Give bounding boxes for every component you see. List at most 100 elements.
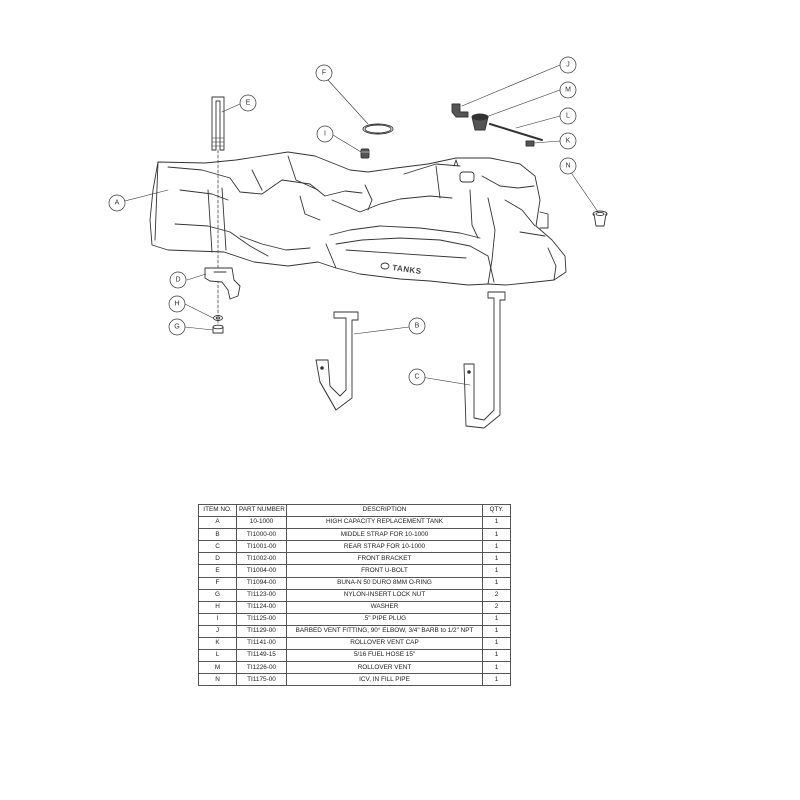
bom-description-cell: WASHER	[286, 600, 483, 614]
bom-qty-cell: 1	[482, 528, 511, 542]
bom-qty-cell: 1	[482, 661, 511, 675]
bom-part-number-cell: TI1226-00	[236, 661, 287, 675]
bom-qty-cell: 1	[482, 564, 511, 578]
front-u-bolt	[211, 96, 225, 151]
bom-part-number-cell: TI1002-00	[236, 552, 287, 566]
callout-label-h: H	[174, 301, 179, 308]
fuel-tank	[149, 151, 567, 286]
bom-description-cell: FRONT BRACKET	[286, 552, 483, 566]
bom-header-qty: QTY.	[482, 503, 511, 518]
bom-part-number-cell: TI1129-00	[236, 624, 287, 639]
bom-part-number-cell: TI1149-15	[236, 649, 287, 663]
bom-item-no-cell: M	[198, 661, 237, 675]
bom-description-cell: ICV, IN FILL PIPE	[286, 673, 483, 687]
bom-item-no-cell: K	[198, 637, 237, 651]
bom-item-no-cell: A	[198, 516, 237, 530]
callout-label-a: A	[115, 200, 120, 207]
bom-item-no-cell: H	[198, 600, 237, 614]
callout-label-m: M	[565, 87, 571, 94]
bom-description-cell: REAR STRAP FOR 10-1000	[286, 540, 483, 554]
bom-description-cell: BARBED VENT FITTING, 90° ELBOW, 3/4" BAR…	[286, 624, 483, 639]
callout-label-f: F	[322, 70, 326, 77]
bom-item-no-cell: I	[198, 612, 237, 626]
barbed-vent-fitting	[451, 103, 469, 118]
callout-label-k: K	[566, 138, 571, 145]
exploded-parts-diagram: TANKS	[108, 56, 608, 429]
bom-part-number-cell: TI1000-00	[236, 528, 287, 542]
bom-description-cell: BUNA-N 50 DURO 8MM O-RING	[286, 576, 483, 590]
pipe-plug	[360, 148, 370, 159]
bom-description-cell: .5" PIPE PLUG	[286, 612, 483, 626]
icv-fill-pipe	[592, 210, 608, 227]
bom-item-no-cell: L	[198, 649, 237, 663]
bom-part-number-cell: TI1141-00	[236, 637, 287, 651]
callout-label-g: G	[174, 324, 179, 331]
washer	[213, 315, 223, 321]
bom-qty-cell: 1	[482, 624, 511, 639]
bom-item-no-cell: G	[198, 588, 237, 602]
bom-item-no-cell: N	[198, 673, 237, 687]
bom-part-number-cell: TI1004-00	[236, 564, 287, 578]
bom-header-part-number: PART NUMBER	[236, 503, 287, 518]
callout-label-n: N	[565, 163, 570, 170]
bom-part-number-cell: TI1125-00	[236, 612, 287, 626]
bom-part-number-cell: TI1094-00	[236, 576, 287, 590]
bom-header-row: ITEM NO. PART NUMBER DESCRIPTION QTY.	[198, 503, 511, 518]
callout-label-d: D	[175, 277, 180, 284]
bom-qty-cell: 1	[482, 576, 511, 590]
bom-description-cell: 5/16 FUEL HOSE 15"	[286, 649, 483, 663]
bom-description-cell: MIDDLE STRAP FOR 10-1000	[286, 528, 483, 542]
bom-qty-cell: 2	[482, 588, 511, 602]
bom-item-no-cell: C	[198, 540, 237, 554]
bom-part-number-cell: TI1175-00	[236, 673, 287, 687]
callout-label-c: C	[414, 374, 419, 381]
bom-qty-cell: 2	[482, 600, 511, 614]
bom-item-no-cell: B	[198, 528, 237, 542]
rear-strap	[463, 291, 506, 429]
bom-part-number-cell: TI1124-00	[236, 600, 287, 614]
callout-balloons	[108, 56, 577, 386]
callout-label-b: B	[415, 323, 420, 330]
bom-qty-cell: 1	[482, 540, 511, 554]
front-bracket	[204, 267, 241, 300]
bom-part-number-cell: TI1123-00	[236, 588, 287, 602]
callout-label-e: E	[246, 100, 251, 107]
o-ring	[362, 123, 394, 135]
bom-qty-cell: 1	[482, 649, 511, 663]
bom-header-item-no: ITEM NO.	[198, 503, 237, 518]
bom-item-no-cell: F	[198, 576, 237, 590]
bom-description-cell: FRONT U-BOLT	[286, 564, 483, 578]
leader-lines	[124, 64, 599, 386]
bom-part-number-cell: TI1001-00	[236, 540, 287, 554]
bom-description-cell: ROLLOVER VENT CAP	[286, 637, 483, 651]
bom-qty-cell: 1	[482, 516, 511, 530]
bom-description-cell: HIGH CAPACITY REPLACEMENT TANK	[286, 516, 483, 530]
fuel-hose	[489, 123, 543, 141]
rollover-vent	[471, 113, 489, 131]
tank-logo-text: TANKS	[392, 263, 423, 276]
middle-strap	[315, 311, 359, 411]
bom-qty-cell: 1	[482, 552, 511, 566]
bom-qty-cell: 1	[482, 612, 511, 626]
bom-header-description: DESCRIPTION	[286, 503, 483, 518]
bom-qty-cell: 1	[482, 637, 511, 651]
bom-item-no-cell: E	[198, 564, 237, 578]
bom-part-number-cell: 10-1000	[236, 516, 287, 530]
lock-nut	[212, 324, 224, 334]
callout-label-i: I	[324, 131, 326, 138]
rollover-vent-cap	[525, 140, 535, 147]
